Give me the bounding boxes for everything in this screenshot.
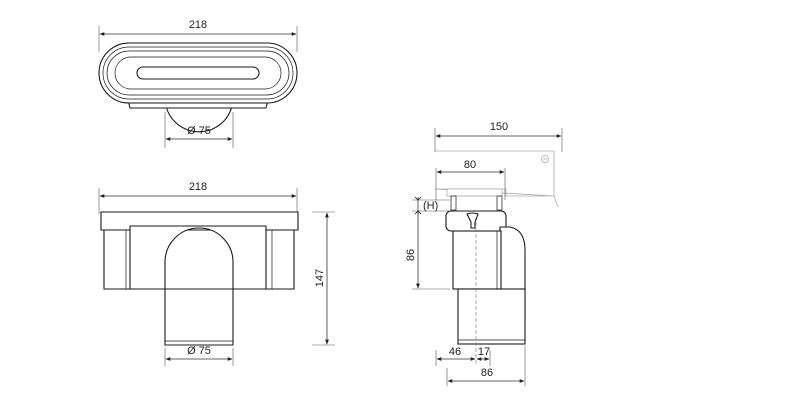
side-body — [452, 230, 502, 290]
side-offset-right-label: 17 — [478, 346, 490, 358]
front-diameter-label: Ø 75 — [187, 345, 211, 357]
side-body-height-label: 86 — [405, 249, 417, 261]
side-outlet-pipe — [457, 288, 526, 345]
side-clip-icon — [466, 212, 479, 229]
side-bracket-width-label: 80 — [464, 159, 476, 171]
side-view: 150 80 (H) 86 — [405, 121, 563, 386]
top-outlet-pipe — [165, 105, 233, 133]
front-inner-body — [129, 225, 267, 290]
side-base-width-label: 86 — [481, 367, 493, 379]
side-offset-left-label: 46 — [449, 346, 461, 358]
top-drain-slot — [136, 66, 260, 80]
top-width-label: 218 — [189, 19, 207, 31]
top-view: 218 Ø 75 — [98, 19, 298, 148]
side-adjustable-height-label: (H) — [423, 200, 438, 212]
front-outlet-pipe — [164, 288, 234, 346]
front-width-label: 218 — [189, 181, 207, 193]
front-view: 218 Ø 75 147 — [98, 181, 335, 366]
side-overall-width-label: 150 — [490, 121, 508, 133]
side-floor-bracket — [434, 150, 559, 208]
front-height-label: 147 — [314, 269, 326, 287]
top-diameter-label: Ø 75 — [187, 125, 211, 137]
